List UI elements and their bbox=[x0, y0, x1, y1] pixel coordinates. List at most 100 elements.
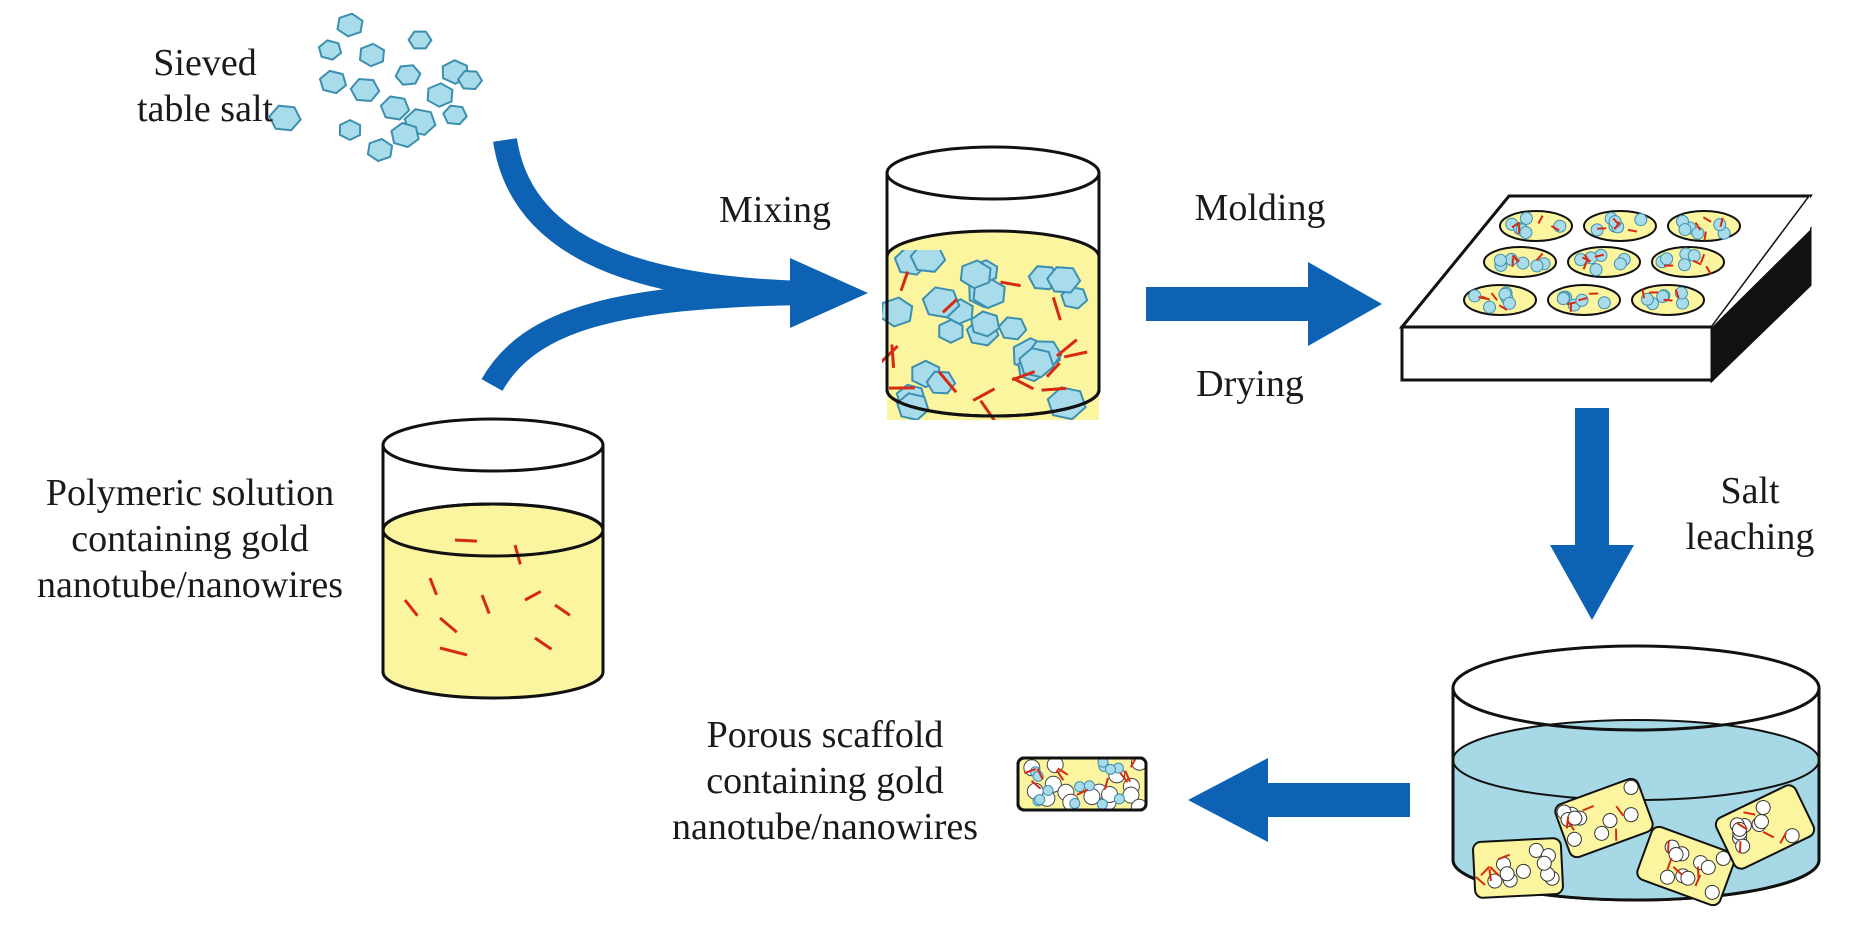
nanowire bbox=[1498, 853, 1510, 861]
salt-crystal bbox=[379, 95, 411, 121]
nanowire bbox=[1699, 253, 1706, 263]
return-arrow bbox=[1188, 758, 1410, 842]
salt-crystal bbox=[1468, 289, 1482, 303]
drying-label: Drying bbox=[1196, 363, 1304, 405]
salt-crystal bbox=[1045, 266, 1082, 294]
nanowire bbox=[1615, 828, 1618, 841]
salt-crystal bbox=[1083, 780, 1095, 792]
nanowire bbox=[439, 646, 468, 657]
leached-scaffold bbox=[1636, 825, 1736, 907]
salt-crystal bbox=[938, 318, 964, 344]
merge-arrow bbox=[481, 137, 868, 392]
nanowire bbox=[1041, 386, 1067, 392]
mold-well bbox=[1631, 284, 1705, 316]
salt-crystal bbox=[426, 82, 454, 108]
salt-crystal bbox=[1069, 797, 1081, 809]
nanowire bbox=[1565, 816, 1570, 829]
nanowire bbox=[428, 577, 438, 596]
salt-crystal bbox=[336, 12, 364, 38]
nanowire bbox=[1779, 832, 1787, 844]
mixing-arrowhead bbox=[790, 258, 868, 328]
molding-label: Molding bbox=[1194, 187, 1326, 229]
molding-arrow bbox=[1146, 262, 1382, 346]
salt-crystal bbox=[1096, 798, 1108, 810]
salt-crystal bbox=[909, 250, 947, 273]
nanowire bbox=[1537, 215, 1544, 225]
nanowire bbox=[1055, 338, 1078, 358]
salt-crystal bbox=[1519, 211, 1533, 225]
nanowire bbox=[1674, 289, 1680, 299]
salt-crystal bbox=[1113, 793, 1125, 805]
pore bbox=[1668, 846, 1684, 862]
nanowire bbox=[979, 399, 996, 420]
pore bbox=[1700, 859, 1716, 875]
nanowire bbox=[1702, 216, 1712, 223]
nanowire bbox=[1103, 777, 1109, 790]
nanowire bbox=[1613, 221, 1621, 230]
salt-crystal bbox=[1660, 252, 1674, 266]
mold-well bbox=[1499, 210, 1573, 242]
salt-crystal bbox=[366, 137, 394, 163]
nanowire bbox=[534, 636, 553, 651]
nanowire bbox=[1051, 296, 1062, 321]
pore bbox=[1704, 884, 1720, 900]
nanowire bbox=[1703, 231, 1707, 241]
nanowire bbox=[1119, 772, 1129, 783]
pore bbox=[1566, 831, 1582, 847]
nanowire bbox=[1705, 265, 1712, 275]
pore bbox=[1515, 863, 1531, 879]
salt-crystal bbox=[1516, 256, 1530, 270]
pore bbox=[1536, 855, 1552, 871]
nanowire bbox=[1000, 280, 1021, 288]
nanowire bbox=[1694, 221, 1702, 231]
pore bbox=[1528, 842, 1544, 858]
salt-crystal bbox=[268, 104, 302, 132]
mold-well bbox=[1667, 210, 1741, 242]
mixing-beaker bbox=[882, 145, 1101, 420]
salt-crystal bbox=[1493, 253, 1507, 267]
nanowire bbox=[1762, 830, 1775, 839]
nanowire bbox=[941, 298, 958, 314]
scaffold-label-line: containing gold bbox=[706, 760, 944, 802]
nanowire bbox=[882, 344, 899, 364]
mold-well-outline bbox=[1463, 284, 1537, 316]
salt-crystal bbox=[1018, 347, 1055, 379]
mold-well bbox=[1463, 284, 1537, 316]
nanowire bbox=[890, 344, 896, 368]
salt-crystal bbox=[882, 296, 914, 328]
mixing-label: Mixing bbox=[719, 189, 831, 231]
nanowire bbox=[899, 271, 910, 292]
nanowire bbox=[972, 387, 996, 402]
nanowire bbox=[1512, 254, 1520, 263]
nanowire bbox=[1498, 304, 1508, 311]
nanowire bbox=[1489, 866, 1500, 877]
salt-leaching-label-line: Salt bbox=[1720, 470, 1780, 512]
leached-scaffold bbox=[1554, 777, 1654, 859]
nanowire bbox=[1663, 298, 1673, 302]
salt-crystal bbox=[1097, 758, 1109, 768]
scaffold-label-line: nanotube/nanowires bbox=[671, 806, 979, 848]
salt-crystal bbox=[1074, 781, 1086, 793]
sieved-salt-crystals bbox=[268, 12, 484, 163]
nanowire bbox=[1550, 225, 1560, 232]
leaching-dish bbox=[1451, 644, 1821, 907]
salt-leaching-label-line: leaching bbox=[1685, 516, 1815, 558]
nanowire bbox=[1055, 769, 1065, 781]
nanowire bbox=[554, 603, 571, 617]
nanowire bbox=[1692, 259, 1702, 266]
salt-crystal bbox=[1530, 259, 1544, 273]
nanowire bbox=[1011, 370, 1036, 382]
nanowire bbox=[1478, 296, 1488, 300]
salt-crystal bbox=[349, 77, 381, 103]
salt-crystal bbox=[1553, 219, 1567, 233]
polymer-label-line: nanotube/nanowires bbox=[36, 564, 344, 606]
mold-well bbox=[1583, 210, 1657, 242]
pore bbox=[1623, 779, 1639, 795]
salt-crystal bbox=[1613, 257, 1627, 271]
salt-crystal bbox=[1589, 263, 1603, 277]
nanowire bbox=[1488, 868, 1492, 882]
nanowire bbox=[1030, 780, 1042, 790]
nanowire bbox=[480, 594, 491, 615]
